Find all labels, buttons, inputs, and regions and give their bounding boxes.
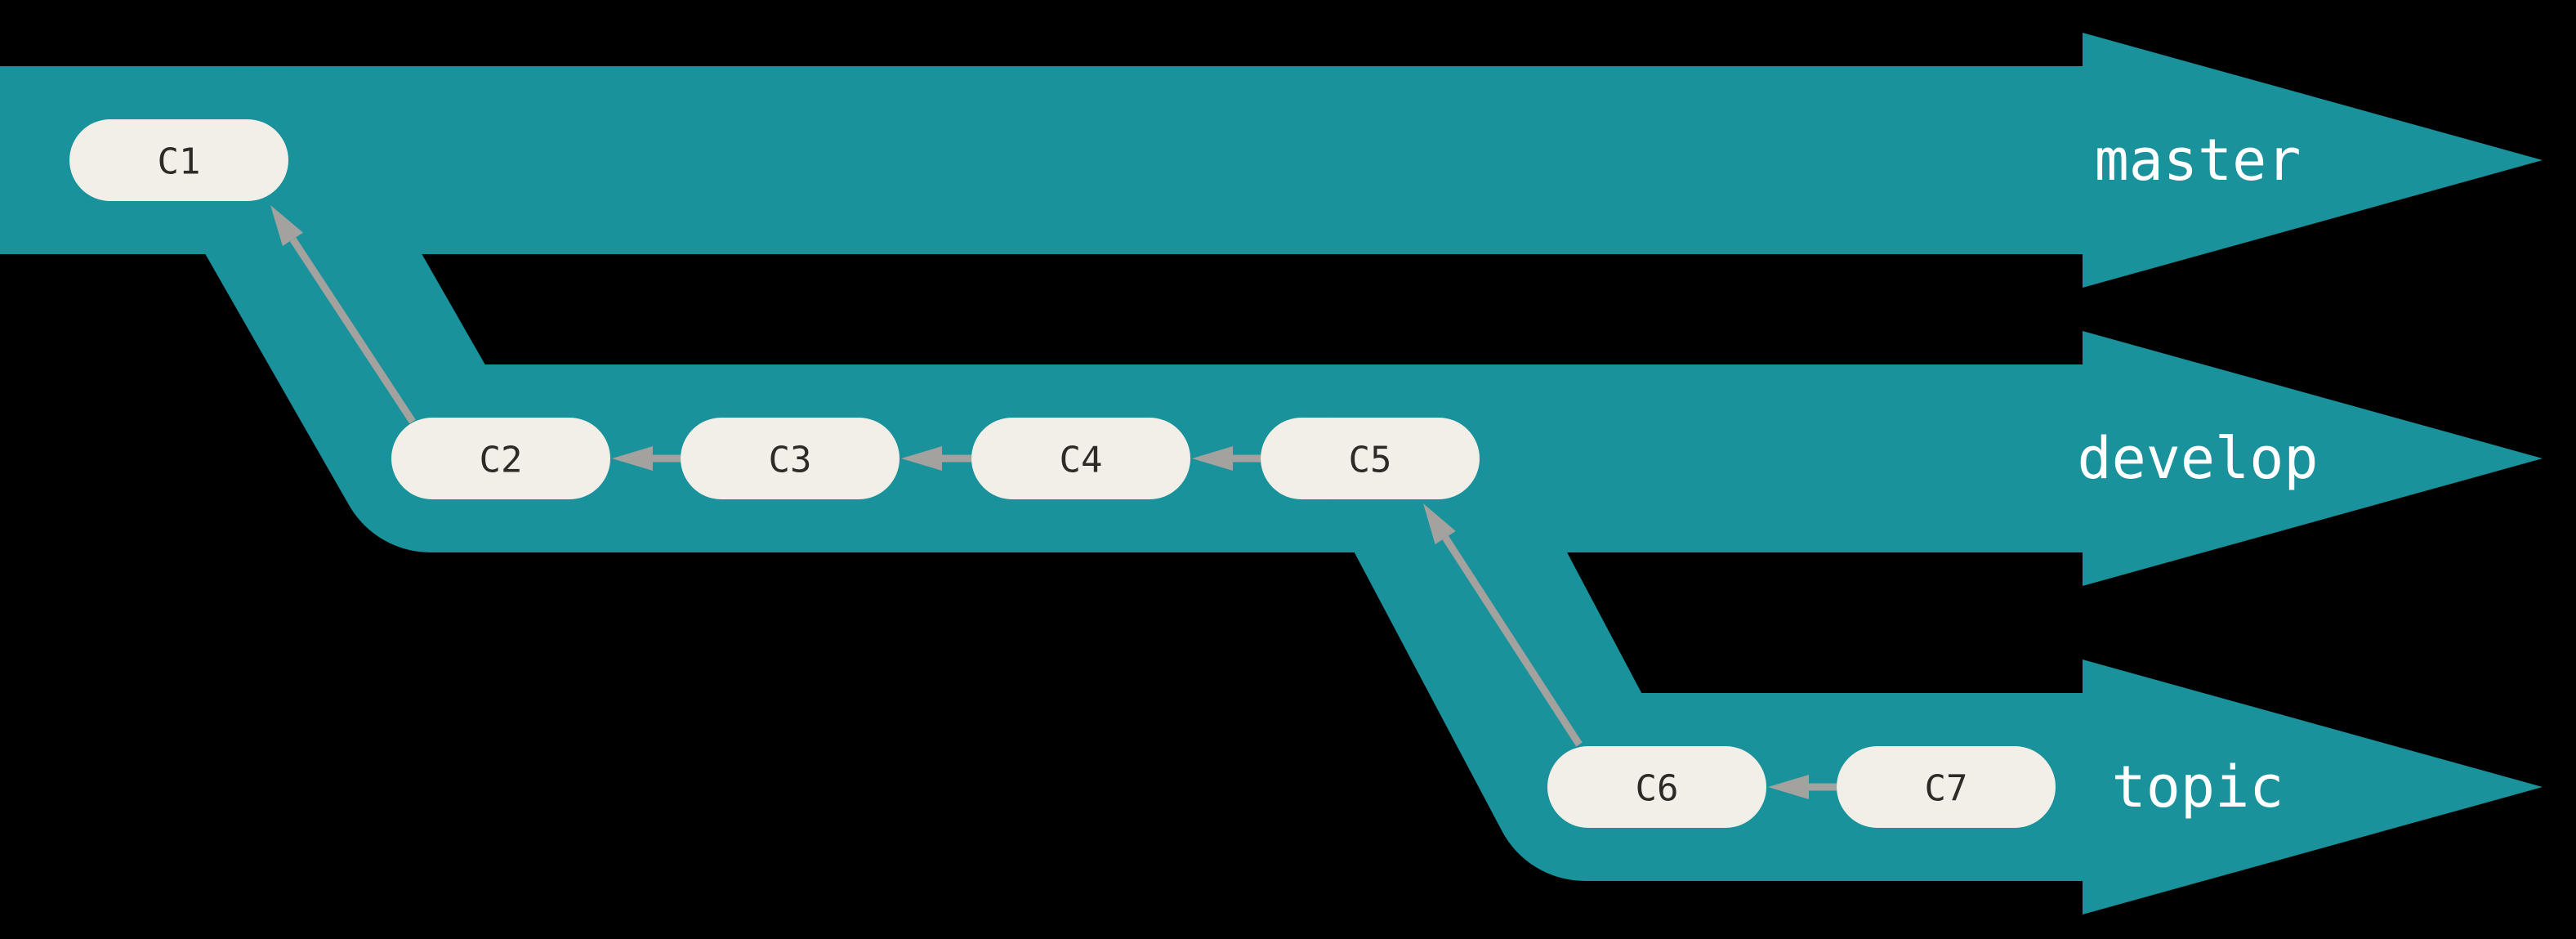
parent-arrowhead-C7-C6 xyxy=(1768,775,1809,799)
branch-arrowhead-master xyxy=(2083,33,2543,288)
commit-label-C1: C1 xyxy=(158,141,201,183)
commit-label-C2: C2 xyxy=(480,440,523,481)
branch-arrowhead-topic xyxy=(2083,660,2543,914)
commit-node-C3 xyxy=(681,418,900,499)
commit-label-C5: C5 xyxy=(1349,440,1392,481)
commit-label-C7: C7 xyxy=(1925,768,1968,810)
commit-label-C3: C3 xyxy=(769,440,812,481)
parent-arrowhead-C5-C4 xyxy=(1192,446,1233,471)
commit-node-C1 xyxy=(69,119,288,201)
branch-label-topic: topic xyxy=(2112,753,2284,821)
commit-node-C5 xyxy=(1261,418,1480,499)
commit-label-C6: C6 xyxy=(1636,768,1679,810)
commit-node-C6 xyxy=(1547,746,1766,828)
branch-label-develop: develop xyxy=(2077,425,2318,492)
commit-node-C2 xyxy=(391,418,610,499)
parent-arrow-line-C6-C5 xyxy=(1442,535,1583,747)
branch-label-master: master xyxy=(2095,127,2301,194)
parent-arrowhead-C4-C3 xyxy=(901,446,942,471)
branch-arrowhead-develop xyxy=(2083,331,2543,586)
parent-arrowhead-C2-C1 xyxy=(270,205,303,247)
parent-arrowhead-C3-C2 xyxy=(612,446,653,471)
commit-label-C4: C4 xyxy=(1060,440,1103,481)
commit-node-C7 xyxy=(1837,746,2056,828)
commit-node-C4 xyxy=(971,418,1190,499)
parent-arrowhead-C6-C5 xyxy=(1423,503,1456,545)
parent-arrow-line-C2-C1 xyxy=(289,237,416,424)
